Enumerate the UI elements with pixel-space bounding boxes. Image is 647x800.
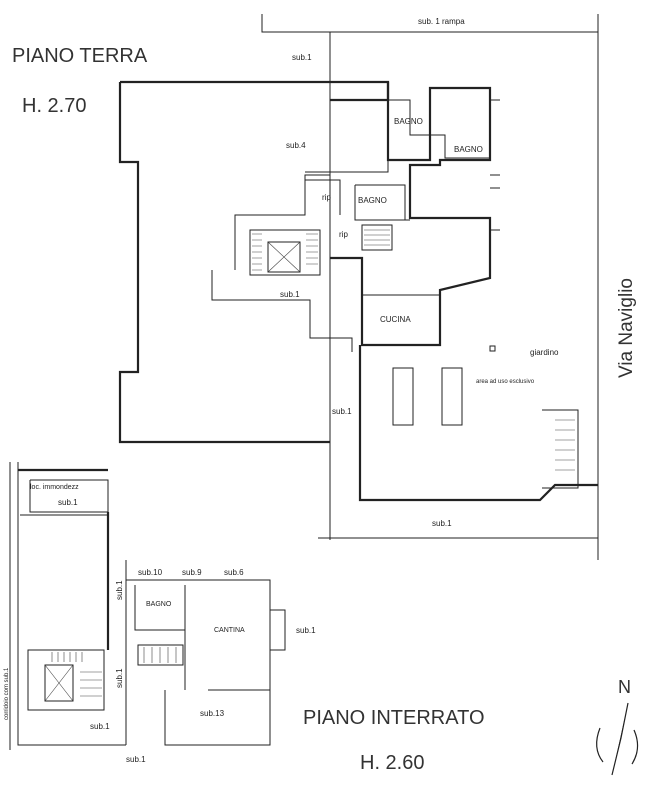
garden [358, 345, 598, 502]
label-immondezz: loc. immondezz [30, 484, 79, 491]
label-lower-sub1-vert: sub.1 [115, 580, 124, 600]
label-lower-sub1-right: sub.1 [296, 626, 316, 635]
label-sub1-top: sub.1 [292, 53, 312, 62]
lower-floor-outline [9, 462, 286, 750]
street-label: Via Naviglio [616, 278, 637, 378]
label-corridoio: corridoio com sub.1 [4, 667, 10, 720]
lower-staircase [27, 644, 184, 711]
label-giardino: giardino [530, 348, 559, 357]
upper-floor-title: PIANO TERRA [12, 45, 148, 67]
north-arrow-icon: N [596, 677, 639, 776]
label-cucina: CUCINA [380, 315, 411, 324]
label-sub4: sub.4 [286, 141, 306, 150]
label-rampa: sub. 1 rampa [418, 17, 465, 26]
upper-staircase [249, 224, 393, 276]
label-lower-sub1-a: sub.1 [58, 498, 78, 507]
label-rip: rip [322, 193, 331, 202]
label-area: area ad uso esclusivo [476, 379, 535, 385]
label-cantina: CANTINA [214, 627, 245, 634]
label-sub10: sub.10 [138, 568, 163, 577]
label-lower-sub1-vert2: sub.1 [115, 668, 124, 688]
label-sub13: sub.13 [200, 709, 225, 718]
apartment-block [305, 82, 500, 347]
label-sub6: sub.6 [224, 568, 244, 577]
label-lower-sub1-b: sub.1 [90, 722, 110, 731]
label-sub1-mid: sub.1 [280, 290, 300, 299]
north-label: N [618, 677, 631, 697]
label-bagno-2: BAGNO [454, 145, 483, 154]
label-lower-bagno: BAGNO [146, 601, 172, 608]
upper-hall-outline [118, 80, 390, 444]
label-sub1-bottom: sub.1 [432, 519, 452, 528]
upper-floor-height: H. 2.70 [22, 95, 86, 117]
label-sub1-low: sub.1 [332, 407, 352, 416]
label-bagno-3: BAGNO [358, 196, 387, 205]
label-lower-sub1-c: sub.1 [126, 755, 146, 764]
lower-floor-height: H. 2.60 [360, 752, 424, 774]
lower-floor-title: PIANO INTERRATO [303, 707, 485, 729]
label-rip-2: rip [339, 230, 348, 239]
label-bagno-1: BAGNO [394, 117, 423, 126]
label-sub9: sub.9 [182, 568, 202, 577]
